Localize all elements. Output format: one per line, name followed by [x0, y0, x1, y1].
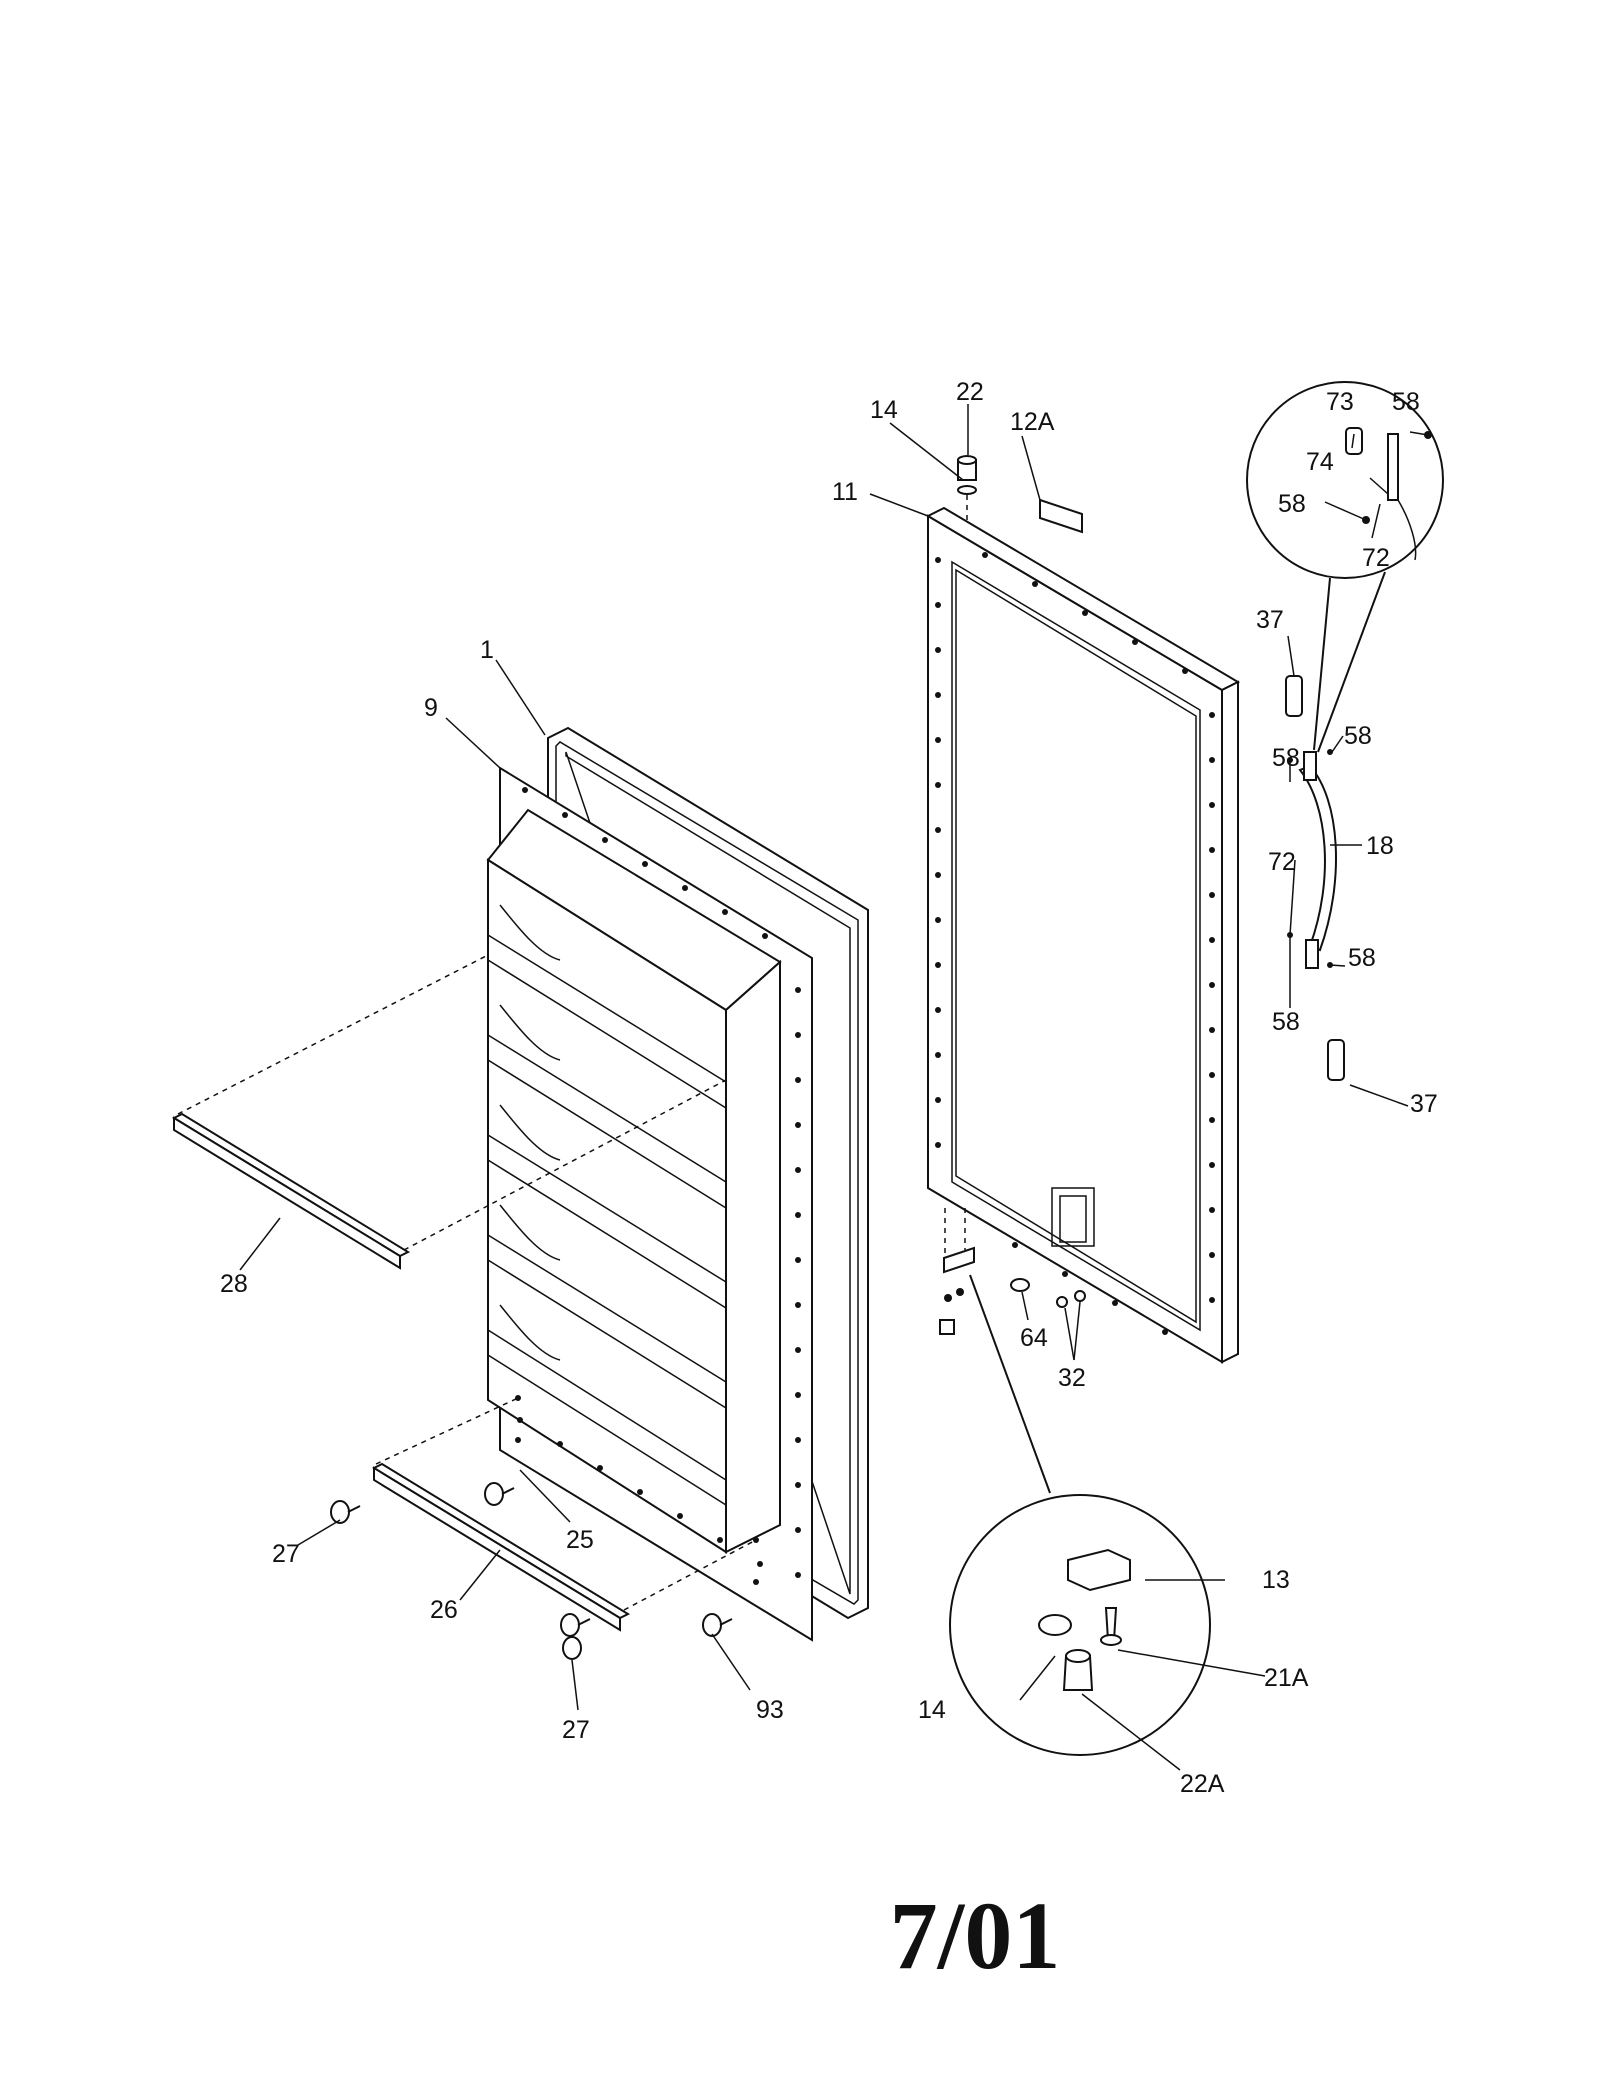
callout-22: 22 — [956, 378, 984, 406]
callout-21a: 21A — [1264, 1664, 1309, 1692]
callout-27-left: 27 — [272, 1540, 300, 1568]
callout-11: 11 — [832, 478, 858, 506]
liner-holes — [515, 787, 801, 1585]
callout-32: 32 — [1058, 1364, 1086, 1392]
revision-date-footer: 7/01 — [0, 1880, 1600, 1991]
callout-73: 73 — [1326, 388, 1354, 416]
hinge-detail-circle — [1246, 381, 1444, 753]
callout-14-top: 14 — [870, 396, 898, 424]
callout-9: 9 — [424, 694, 438, 722]
callout-14-bottom: 14 — [918, 1696, 946, 1724]
callout-58-handle-bottom-left: 58 — [1272, 1008, 1300, 1036]
callout-27-bottom: 27 — [562, 1716, 590, 1744]
revision-date: 7/01 — [889, 1882, 1061, 1989]
hinge-detail-circle-bottom — [949, 1494, 1211, 1756]
shelf-retainer-bar-upper — [171, 954, 727, 1270]
callout-22a: 22A — [1180, 1770, 1225, 1798]
callout-58-handle-bottom-right: 58 — [1348, 944, 1376, 972]
bottom-hinge-parts — [939, 1208, 1086, 1494]
callout-labels: 1 9 11 12A 13 14 14 18 21A 22 22A 25 26 … — [220, 378, 1438, 1798]
callout-1: 1 — [480, 636, 494, 664]
shelf-retainer-bar-lower — [371, 1397, 757, 1632]
callout-93: 93 — [756, 1696, 784, 1724]
callout-25: 25 — [566, 1526, 594, 1554]
leader-lines — [239, 404, 1429, 1771]
callout-58-handle-top-right: 58 — [1344, 722, 1372, 750]
callout-26: 26 — [430, 1596, 458, 1624]
callout-72-detail: 72 — [1362, 544, 1390, 572]
door-outer-frame — [925, 506, 1241, 1364]
callout-58-detail-top: 58 — [1392, 388, 1420, 416]
callout-12a: 12A — [1010, 408, 1055, 436]
callout-72-handle: 72 — [1268, 848, 1296, 876]
callout-13: 13 — [1262, 1566, 1290, 1594]
callout-74: 74 — [1306, 448, 1334, 476]
callout-18: 18 — [1366, 832, 1394, 860]
frame-holes — [935, 552, 1215, 1335]
callout-37-top: 37 — [1256, 606, 1284, 634]
label-plate — [1039, 498, 1083, 534]
callout-58-detail-left: 58 — [1278, 490, 1306, 518]
bar-screws — [330, 1482, 733, 1660]
callout-37-bottom: 37 — [1410, 1090, 1438, 1118]
callout-58-handle-top-left: 58 — [1272, 744, 1300, 772]
top-hinge-cap — [957, 455, 977, 525]
callout-28: 28 — [220, 1270, 248, 1298]
callout-64: 64 — [1020, 1324, 1048, 1352]
door-liner — [486, 766, 813, 1642]
